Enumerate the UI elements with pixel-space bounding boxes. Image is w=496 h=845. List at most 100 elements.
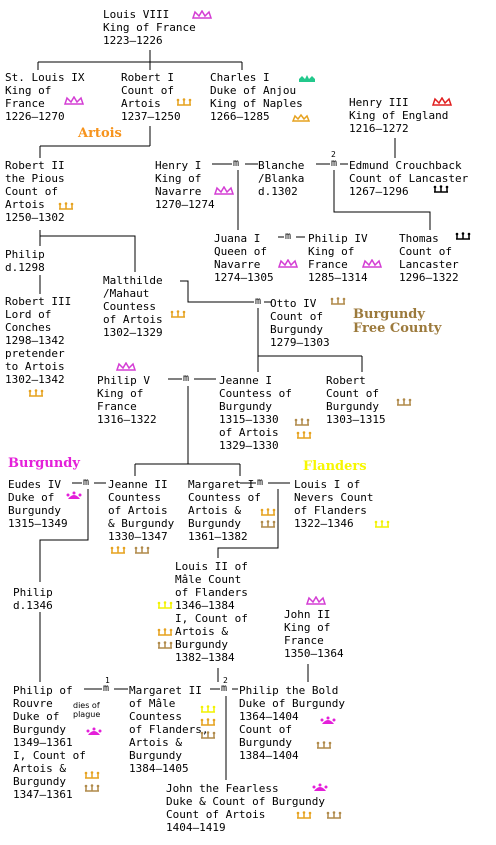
person-text-line: Louis I of [294,478,361,491]
person-text-line: Artois [5,198,45,211]
person-text-line: of Artois [219,426,279,439]
person-text-line: Lord of [5,308,52,321]
marriage-symbol: m [233,158,240,169]
person-text-line: Navarre [155,185,202,198]
person-text-line: Duke of [8,491,55,504]
person-text-line: of Artois [108,504,168,517]
person-text-line: Burgundy [129,749,182,762]
person-text-line: Burgundy [326,400,379,413]
person-text-line: Artois & [13,762,66,775]
person-text-line: Countess of [219,387,292,400]
marriage-symbol: m [331,158,338,169]
person-text-line: Burgundy [8,504,61,517]
person-text-line: Louis II of [175,560,248,573]
coronet-icon [28,389,44,397]
royal-crown-icon [64,96,84,105]
person-text-line: King of [284,621,331,634]
person-text-line: Mâle Count [175,573,242,586]
person-text-line: of Flanders, [129,723,209,736]
person-text-line: Malthilde [103,274,163,287]
person-text-line: John the Fearless [166,782,279,795]
person-text-line: Henry I [155,159,202,172]
coronet-icon [260,508,276,516]
person-text-line: & Burgundy [108,517,175,530]
region-label-flanders: Flanders [303,459,367,474]
person-text-line: 1302–1342 [5,373,65,386]
person-text-line: Count of [239,723,292,736]
person-text-line: Duke of [13,710,60,723]
royal-crown-icon [278,259,298,268]
person-text-line: Robert II [5,159,65,172]
coronet-icon [200,705,216,713]
person-text-line: 1404–1419 [166,821,226,834]
coronet-icon [134,546,150,554]
person-text-line: Artois & [129,736,182,749]
person-text-line: Lancaster [399,258,459,271]
person-text-line: Jeanne I [219,374,272,387]
person-text-line: Burgundy [13,775,66,788]
person-text-line: Navarre [214,258,261,271]
person-text-line: /Blanka [258,172,305,185]
person-text-line: Artois [121,97,161,110]
person-text-line: Rouvre [13,697,53,710]
person-text-line: 1285–1314 [308,271,368,284]
person-text-line: 1279–1303 [270,336,330,349]
person-text-line: /Mahaut [103,287,150,300]
person-text-line: 1330–1347 [108,530,168,543]
person-text-line: Robert [326,374,366,387]
person-text-line: Philip V [97,374,150,387]
person-text-line: 1266–1285 [210,110,270,123]
person-text-line: Duke of Burgundy [239,697,345,710]
coronet-icon [58,202,74,210]
plague-note: dies of plague [73,701,101,719]
person-text-line: Charles I [210,71,270,84]
person-text-line: Philip IV [308,232,368,245]
person-text-line: of Mâle [129,697,176,710]
person-text-line: Philip the Bold [239,684,339,697]
person-text-line: 1322–1346 [294,517,354,530]
coronet-icon [200,731,216,739]
person-text-line: 1315–1349 [8,517,68,530]
person-text-line: of Artois [103,313,163,326]
person-text-line: Otto IV [270,297,317,310]
coronet-icon [110,546,126,554]
coronet-icon [84,771,100,779]
person-text-line: Count of [270,310,323,323]
royal-crown-icon [192,10,212,19]
region-label-burgundy-free-county: Burgundy Free County [353,307,442,336]
marriage-symbol: m [83,477,90,488]
marriage-number: 2 [331,150,336,159]
person-text-line: Henry III [349,96,409,109]
person-text-line: Burgundy [13,723,66,736]
person-text-line: Count of Artois [166,808,266,821]
person-text-line: King of [308,245,355,258]
person-text-line: Juana I [214,232,261,245]
person-text-line: 1329–1330 [219,439,279,452]
person-text-line: 1296–1322 [399,271,459,284]
coronet-icon [326,811,342,819]
person-text-line: John II [284,608,331,621]
person-text-line: Philip [5,248,45,261]
person-text-line: the Pious [5,172,65,185]
person-text-line: Blanche [258,159,305,172]
marriage-symbol: m [285,231,292,242]
person-text-line: 1346–1384 [175,599,235,612]
person-text-line: Count of [5,185,58,198]
person-text-line: Conches [5,321,52,334]
person-text-line: Duke of Anjou [210,84,297,97]
coronet-icon [84,784,100,792]
coronet-icon [433,185,449,193]
